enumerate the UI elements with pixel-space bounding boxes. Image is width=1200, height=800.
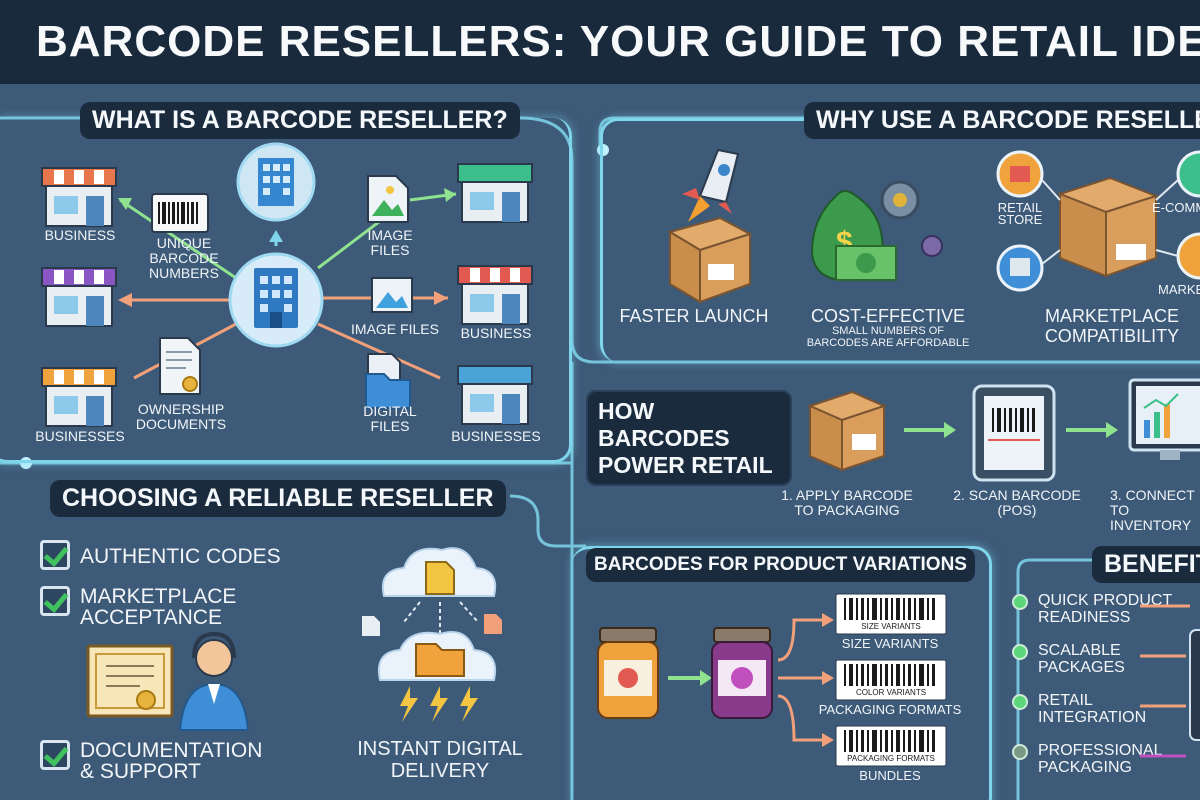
digital-files-label: DIGITAL FILES bbox=[363, 403, 417, 434]
panel-what-is bbox=[0, 118, 572, 463]
check-item-label: AUTHENTIC CODES bbox=[80, 545, 281, 568]
image-files-label-2: IMAGE FILES bbox=[351, 321, 439, 337]
what-is-graphics bbox=[118, 142, 457, 409]
benefit-arrows bbox=[1140, 604, 1200, 758]
check-item-label: MARKETPLACE ACCEPTANCE bbox=[80, 585, 237, 629]
unique-codes-label: UNIQUE BARCODE NUMBERS bbox=[148, 235, 219, 281]
store-icon bbox=[457, 163, 533, 223]
what-is-title: WHAT IS A BARCODE RESELLER? bbox=[80, 102, 520, 139]
barcode-tiny-label: SIZE VARIANTS bbox=[861, 622, 921, 631]
barcode-tiny-label: COLOR VARIANTS bbox=[855, 688, 927, 697]
check-item-label: DOCUMENTATION & SUPPORT bbox=[80, 739, 263, 783]
variation-label-bundles: BUNDLES bbox=[859, 768, 921, 783]
how-step-1: 1. APPLY BARCODE TO PACKAGING bbox=[781, 487, 913, 518]
benefit-item: SCALABLE PACKAGES bbox=[1012, 642, 1125, 676]
benefit-item: QUICK PRODUCT READINESS bbox=[1012, 592, 1172, 626]
ecommerce-label: E-COMMERCE bbox=[1152, 202, 1200, 214]
benefit-label: RETAIL INTEGRATION bbox=[1038, 692, 1147, 726]
businesses-label-2: BUSINESSES bbox=[451, 428, 541, 444]
check-item-marketplace: MARKETPLACE ACCEPTANCE bbox=[40, 586, 236, 628]
cloud-delivery-graphic bbox=[362, 547, 502, 722]
benefit-item: RETAIL INTEGRATION bbox=[1012, 692, 1146, 726]
benefit-item: PROFESSIONAL PACKAGING bbox=[1012, 742, 1162, 776]
retail-store-label: RETAIL STORE bbox=[997, 200, 1043, 227]
checkbox-icon bbox=[40, 740, 70, 770]
marketplace-label: MARKETPLACE COMPATIBILITY bbox=[1044, 306, 1180, 346]
why-use-title: WHY USE A BARCODE RESELLER? bbox=[804, 102, 1200, 139]
panel-variations bbox=[572, 546, 992, 800]
why-use-graphics: $ bbox=[667, 148, 1200, 304]
store-icon bbox=[457, 365, 533, 425]
bullet-dot-icon bbox=[1012, 694, 1028, 710]
bullet-dot-icon bbox=[1012, 744, 1028, 760]
cost-effective-label: COST-EFFECTIVE bbox=[810, 306, 965, 326]
choosing-title: CHOOSING A RELIABLE RESELLER bbox=[50, 480, 506, 517]
checkbox-icon bbox=[40, 586, 70, 616]
variation-label-size: SIZE VARIANTS bbox=[841, 636, 939, 651]
store-icon bbox=[41, 267, 117, 327]
variations-title: BARCODES FOR PRODUCT VARIATIONS bbox=[586, 548, 975, 582]
check-item-documentation: DOCUMENTATION & SUPPORT bbox=[40, 740, 262, 782]
store-icon bbox=[41, 167, 117, 227]
ownership-label: OWNERSHIP DOCUMENTS bbox=[135, 401, 227, 432]
barcode-tiny-label: PACKAGING FORMATS bbox=[847, 754, 935, 763]
business-label-1: BUSINESS bbox=[44, 227, 116, 243]
image-files-label-1: IMAGE FILES bbox=[367, 227, 413, 258]
benefit-label: QUICK PRODUCT READINESS bbox=[1038, 592, 1173, 626]
cost-effective-desc: SMALL NUMBERS OF BARCODES ARE AFFORDABLE bbox=[806, 325, 970, 349]
benefit-label: PROFESSIONAL PACKAGING bbox=[1038, 742, 1163, 776]
store-icon bbox=[41, 367, 117, 427]
marketplaces-label: MARKETPLACES bbox=[1158, 284, 1200, 296]
businesses-label-1: BUSINESSES bbox=[35, 428, 125, 444]
bullet-dot-icon bbox=[1012, 594, 1028, 610]
faster-launch-label: FASTER LAUNCH bbox=[619, 306, 769, 326]
page-header: BARCODE RESELLERS: YOUR GUIDE TO RETAIL … bbox=[0, 0, 1200, 84]
bullet-dot-icon bbox=[1012, 644, 1028, 660]
store-icon bbox=[457, 265, 533, 325]
page-title: BARCODE RESELLERS: YOUR GUIDE TO RETAIL … bbox=[36, 17, 1200, 66]
how-step-2: 2. SCAN BARCODE (POS) bbox=[953, 487, 1081, 518]
how-title: HOW BARCODES POWER RETAIL bbox=[586, 390, 792, 486]
benefit-label: SCALABLE PACKAGES bbox=[1038, 642, 1125, 676]
instant-delivery-label: INSTANT DIGITAL DELIVERY bbox=[357, 738, 523, 782]
business-label-2: BUSINESS bbox=[460, 325, 532, 341]
how-graphics bbox=[807, 378, 1200, 482]
checkbox-icon bbox=[40, 540, 70, 570]
check-item-authentic: AUTHENTIC CODES bbox=[40, 540, 281, 570]
how-step-3: 3. CONNECT TO INVENTORY bbox=[1110, 488, 1195, 533]
benefits-title: BENEFITS bbox=[1092, 546, 1200, 583]
certificate-support-graphic bbox=[86, 632, 250, 731]
variation-label-packaging: PACKAGING FORMATS bbox=[818, 702, 962, 717]
variations-graphics bbox=[597, 593, 947, 767]
